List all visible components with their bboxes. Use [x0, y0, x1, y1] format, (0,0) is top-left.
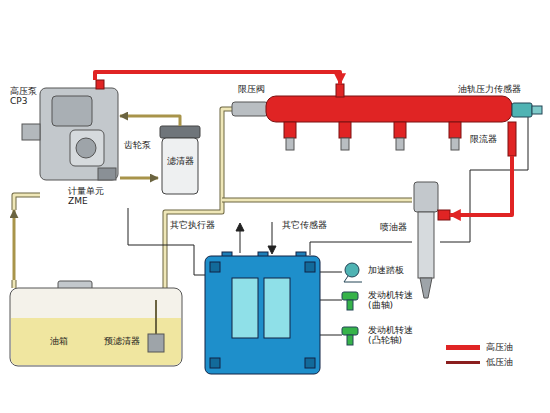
high-pressure-pump [76, 138, 96, 158]
legend-label: 高压油 [486, 342, 513, 352]
signal-wire [320, 335, 342, 336]
injector [438, 210, 450, 220]
fuel-line [13, 210, 16, 280]
signal-wire [236, 223, 244, 231]
common-rail [532, 106, 542, 114]
part-label: 计量单元 ZME [68, 186, 120, 206]
high-pressure-pump [52, 96, 92, 126]
part-label: 其它传感器 [282, 220, 327, 230]
signal-wire [272, 222, 273, 248]
ecu-box [210, 262, 220, 272]
part-label: 高压泵 CP3 [10, 86, 44, 106]
part-label: 油轨压力传感器 [458, 84, 521, 94]
fuel-line [120, 116, 180, 126]
ecu-box [264, 278, 290, 338]
fuel-line [120, 177, 158, 180]
return-line [222, 199, 412, 202]
common-rail [449, 122, 461, 138]
fuel-filter [160, 126, 200, 138]
ecu-box [205, 256, 320, 374]
high-pressure-pump [96, 80, 104, 89]
common-rail [339, 122, 351, 138]
part-label: 喷油器 [380, 222, 407, 232]
ecu-box [305, 262, 315, 272]
fuel-tank [155, 300, 157, 334]
common-rail [266, 96, 512, 122]
high-pressure-pump [40, 88, 118, 180]
part-label: 发动机转速 (凸轮轴) [368, 325, 428, 345]
sensor-symbol [344, 276, 362, 282]
signal-wire [310, 242, 412, 255]
signal-wire [320, 272, 342, 273]
injector [414, 182, 450, 298]
return-line [14, 195, 40, 210]
fuel-tank [10, 281, 182, 366]
ecu-box [210, 358, 220, 368]
common-rail [284, 122, 296, 138]
common-rail [286, 138, 294, 150]
part-label: 滤清器 [158, 156, 202, 166]
part-label: 油箱 [50, 336, 68, 346]
high-pressure-pump [70, 130, 104, 166]
return-line [12, 280, 17, 288]
injector [420, 278, 432, 298]
rail-node: 限压阀 油轨压力传感器限流器 [232, 84, 532, 156]
part-label: 发动机转速 (曲轴) [368, 290, 424, 310]
sensor-symbol [342, 292, 358, 300]
fuel-filter [162, 138, 198, 194]
legend-label: 低压油 [486, 357, 513, 367]
fuel-tank [10, 288, 182, 366]
legend-swatch [446, 345, 480, 350]
injector [414, 182, 438, 212]
part-label: 预滤清器 [104, 336, 140, 346]
sensor-symbol [347, 300, 353, 310]
common-rail [232, 102, 268, 116]
high-pressure-pump [22, 124, 40, 140]
sensor-symbol [345, 263, 359, 277]
pump-node: 高压泵 CP3 计量单元 ZME [8, 80, 120, 210]
signal-wire [440, 117, 528, 242]
signal-wire [268, 246, 276, 254]
common-rail [394, 122, 406, 138]
part-label: 其它执行器 [170, 220, 215, 230]
signal-wire [128, 117, 528, 335]
legend-swatch [446, 361, 480, 364]
common-rail [451, 138, 459, 150]
signal-wire [320, 300, 342, 301]
part-label: 齿轮泵 [124, 140, 151, 150]
common-rail [512, 103, 532, 117]
common-rail [508, 122, 516, 156]
injector [418, 212, 434, 278]
filter-node: 滤清器 [158, 126, 202, 196]
high-pressure-pump [98, 168, 116, 180]
return-line [13, 280, 16, 288]
ecu-box [232, 278, 258, 338]
fuel-tank [148, 334, 164, 352]
fuel-line [95, 72, 340, 84]
common-rail [396, 138, 404, 150]
fuel-line [450, 156, 512, 215]
tank-node: 油箱 预滤清器 [8, 280, 184, 368]
ecu-box [205, 252, 320, 374]
return-line [14, 195, 40, 210]
part-label: 加速踏板 [368, 265, 404, 275]
ecu-box [305, 358, 315, 368]
common-rail [336, 84, 344, 97]
part-label: 限流器 [470, 134, 497, 144]
sensor-symbol [342, 263, 362, 345]
part-label: 限压阀 [238, 84, 265, 94]
common-rail [232, 84, 542, 156]
sensor-symbol [347, 335, 353, 345]
signal-wire [128, 208, 205, 275]
common-rail [341, 138, 349, 150]
sensor-symbol [342, 327, 358, 335]
injector-node: 喷油器 [378, 180, 450, 300]
return-line [222, 198, 412, 203]
